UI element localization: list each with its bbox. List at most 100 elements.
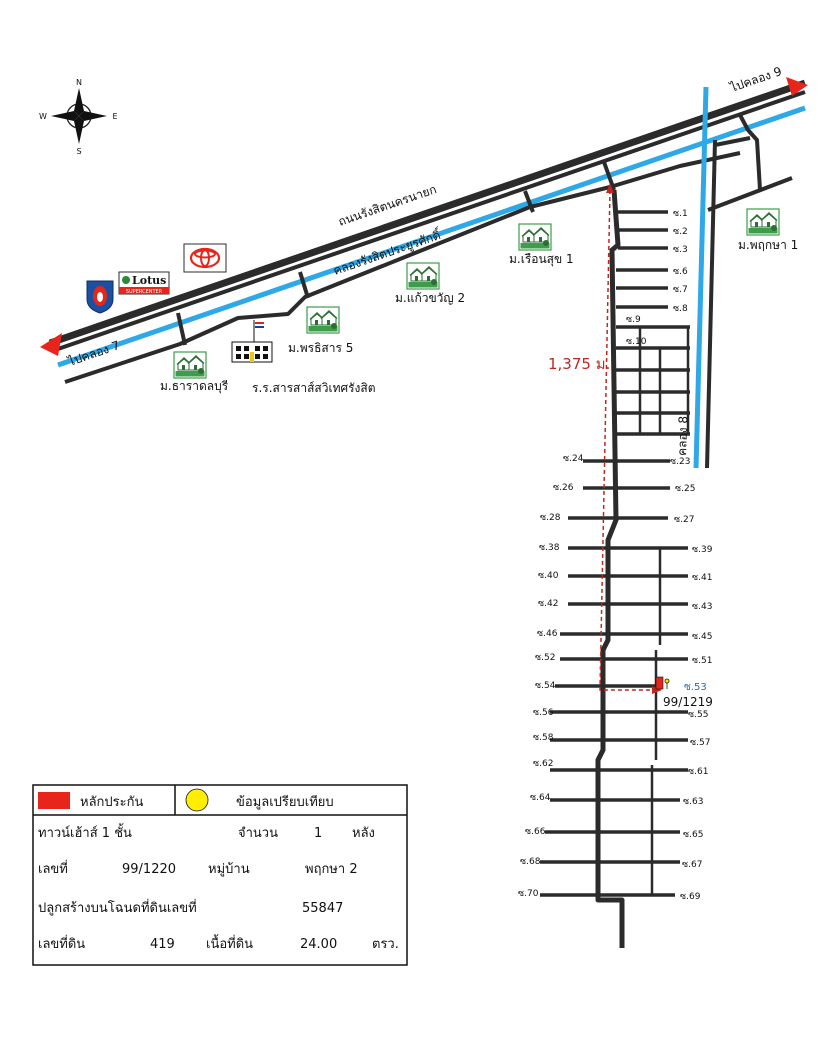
village-icon-phrathisan-5	[306, 306, 340, 334]
legend-area-value: 24.00	[300, 937, 337, 952]
soi-label: ซ.24	[563, 454, 584, 464]
soi-label: ซ.8	[673, 304, 688, 314]
soi-label: ซ.63	[683, 797, 703, 807]
soi-label: ซ.9	[626, 315, 641, 325]
soi-label: ซ.57	[690, 738, 710, 748]
village-icon-tharadol-buri	[173, 351, 207, 379]
collateral-marker	[655, 676, 664, 690]
soi-label: ซ.28	[540, 513, 561, 523]
soi-label: ซ.23	[670, 457, 690, 467]
soi-label: ซ.70	[518, 889, 539, 899]
soi-label: ซ.62	[533, 759, 553, 769]
village-label-ruean-suk-1: ม.เรือนสุข 1	[509, 252, 574, 267]
soi-label: ซ.61	[688, 767, 708, 777]
village-label-phrueksa-1: ม.พฤกษา 1	[738, 238, 798, 252]
main-village-road	[595, 189, 625, 948]
soi-labels-lower: ซ.24 ซ.23 ซ.26 ซ.25 ซ.28 ซ.27 ซ.38 ซ.39 …	[518, 454, 713, 902]
soi-label: ซ.3	[673, 245, 688, 255]
legend-area-label: เนื้อที่ดิน	[206, 934, 253, 952]
soi-label: ซ.58	[533, 733, 554, 743]
soi-label: ซ.10	[626, 337, 647, 347]
legend-land-no-label: เลขที่ดิน	[38, 935, 85, 952]
soi-label: ซ.54	[535, 681, 556, 691]
legend-deed-label: ปลูกสร้างบนโฉนดที่ดินเลขที่	[38, 899, 197, 916]
village-icon-ruean-suk-1	[518, 223, 552, 251]
soi-label: ซ.65	[683, 830, 703, 840]
soi-label: ซ.68	[520, 857, 541, 867]
village-icon-kaew-khwan-2	[406, 262, 440, 290]
school-label: ร.ร.สารสาส์สวิเทศรังสิต	[252, 381, 376, 395]
soi-label: ซ.41	[692, 573, 712, 583]
soi-label: ซ.66	[525, 827, 546, 837]
soi-label: ซ.55	[688, 710, 708, 720]
lotus-logo-subtext: SUPERCENTER	[126, 289, 163, 295]
legend-collateral-label: หลักประกัน	[80, 795, 143, 810]
legend-no-label: เลขที่	[38, 860, 68, 877]
soi-label: ซ.39	[692, 545, 713, 555]
compass-e: E	[112, 112, 117, 121]
legend-qty-unit: หลัง	[352, 826, 375, 841]
soi-group-lower	[540, 459, 688, 897]
soi-label: ซ.40	[538, 571, 559, 581]
soi-label: ซ.38	[539, 543, 560, 553]
village-label-tharadol-buri: ม.ธาราดลบุรี	[160, 379, 229, 394]
village-label-phrathisan-5: ม.พรธิสาร 5	[288, 341, 353, 355]
target-soi-label: ซ.53	[684, 682, 707, 693]
soi-label: ซ.45	[692, 632, 712, 642]
compass-n: N	[76, 78, 82, 87]
frontage-road-lower	[64, 151, 741, 384]
target-house-number: 99/1219	[663, 695, 713, 709]
canal-khlong-8	[693, 86, 709, 469]
soi-label: ซ.1	[673, 209, 688, 219]
label-khlong-8: คลอง 8	[675, 416, 690, 456]
legend-deed-value: 55847	[302, 901, 343, 916]
soi-group-upper	[616, 210, 690, 436]
compass-s: S	[76, 147, 81, 156]
soi-label: ซ.69	[680, 892, 701, 902]
soi-label: ซ.25	[675, 484, 695, 494]
legend-no-value: 99/1220	[122, 862, 176, 877]
soi-label: ซ.42	[538, 599, 558, 609]
canal-rangsit-prayurasak	[57, 105, 806, 368]
village-icon-phrueksa-1	[746, 208, 780, 236]
soi-label: ซ.51	[692, 656, 712, 666]
soi-label: ซ.6	[673, 267, 688, 277]
legend-village-label: หมู่บ้าน	[208, 862, 250, 877]
lotus-logo-icon: Lotus SUPERCENTER	[118, 271, 170, 295]
village-label-kaew-khwan-2: ม.แก้วขวัญ 2	[395, 291, 465, 305]
arrow-to-khlong-9	[786, 77, 808, 96]
legend-type: ทาวน์เฮ้าส์ 1 ชั้น	[38, 823, 132, 841]
soi-label: ซ.46	[537, 629, 558, 639]
legend-comparison-label: ข้อมูลเปรียบเทียบ	[236, 794, 334, 810]
distance-label: 1,375 ม.	[548, 355, 610, 373]
legend-qty-label: จำนวน	[238, 826, 278, 841]
soi-label: ซ.56	[533, 708, 554, 718]
road-khlong-8	[705, 139, 717, 469]
soi-label: ซ.67	[682, 860, 702, 870]
soi-label: ซ.64	[530, 793, 551, 803]
legend-area-unit: ตรว.	[372, 937, 399, 952]
soi-label: ซ.27	[674, 515, 694, 525]
legend-land-no-value: 419	[150, 937, 175, 952]
comparison-marker	[664, 678, 670, 684]
frontage-road-upper	[54, 90, 806, 352]
soi-label: ซ.26	[553, 483, 574, 493]
soi-label: ซ.52	[535, 653, 555, 663]
legend-village-value: พฤกษา 2	[305, 862, 358, 877]
compass-w: W	[39, 112, 47, 121]
legend-box: หลักประกัน ข้อมูลเปรียบเทียบ ทาวน์เฮ้าส์…	[32, 784, 408, 966]
soi-label: ซ.2	[673, 227, 688, 237]
toyota-logo-icon	[183, 243, 227, 273]
road-branch-top-right-2	[714, 136, 751, 147]
school-icon	[231, 320, 273, 363]
distance-route	[599, 189, 656, 691]
ptt-logo-icon	[86, 280, 114, 314]
compass-rose: N S E W	[39, 78, 117, 156]
soi-label: ซ.43	[692, 602, 712, 612]
road-branch-top-right	[738, 114, 762, 191]
soi-label: ซ.7	[673, 285, 688, 295]
lotus-logo-text: Lotus	[132, 274, 166, 287]
collateral-swatch	[38, 792, 70, 809]
highway-rangsit-nakhon-nayok	[48, 79, 807, 347]
